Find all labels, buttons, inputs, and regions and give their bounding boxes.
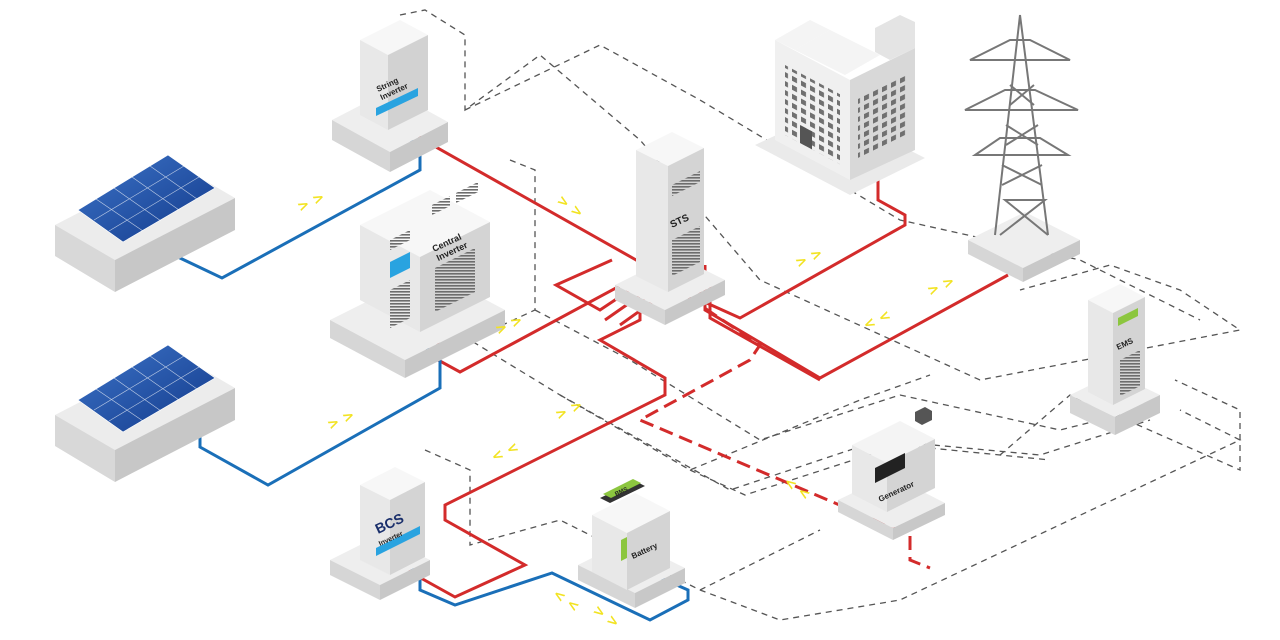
flow-arrow-to-building: > > [793,245,825,271]
flow-arrow-generator: < < [781,474,813,503]
flow-arrow-from-grid: < < [861,307,893,333]
sts-cabinet: STS [615,132,725,325]
ems-cabinet: EMS [1070,284,1160,435]
generator: Generator [838,407,945,540]
bcs-inverter: BCS Inverter [330,467,430,600]
flow-arrow-battery-1: < < [550,586,582,615]
string-inverter: String Inverter [332,20,448,172]
solar-panel-bottom [55,344,235,482]
transmission-tower [964,14,1080,282]
flow-arrow-to-grid: > > [925,273,957,299]
flow-arrow-solar-bottom: > > [325,407,357,433]
commercial-building [755,15,925,195]
battery-cabinet: BMS Battery [578,479,685,608]
flow-arrow-sts-to-bcs: > > [553,397,585,423]
flow-arrow-solar-top: > > [295,189,327,215]
flow-arrow-bcs-charge: < < [489,439,521,465]
central-inverter: Central Inverter [330,182,505,378]
flow-arrow-battery-2: > > [590,602,622,631]
bms-label: BMS [614,487,629,498]
ac-generator-line [636,283,931,570]
solar-panel-top [55,154,235,292]
